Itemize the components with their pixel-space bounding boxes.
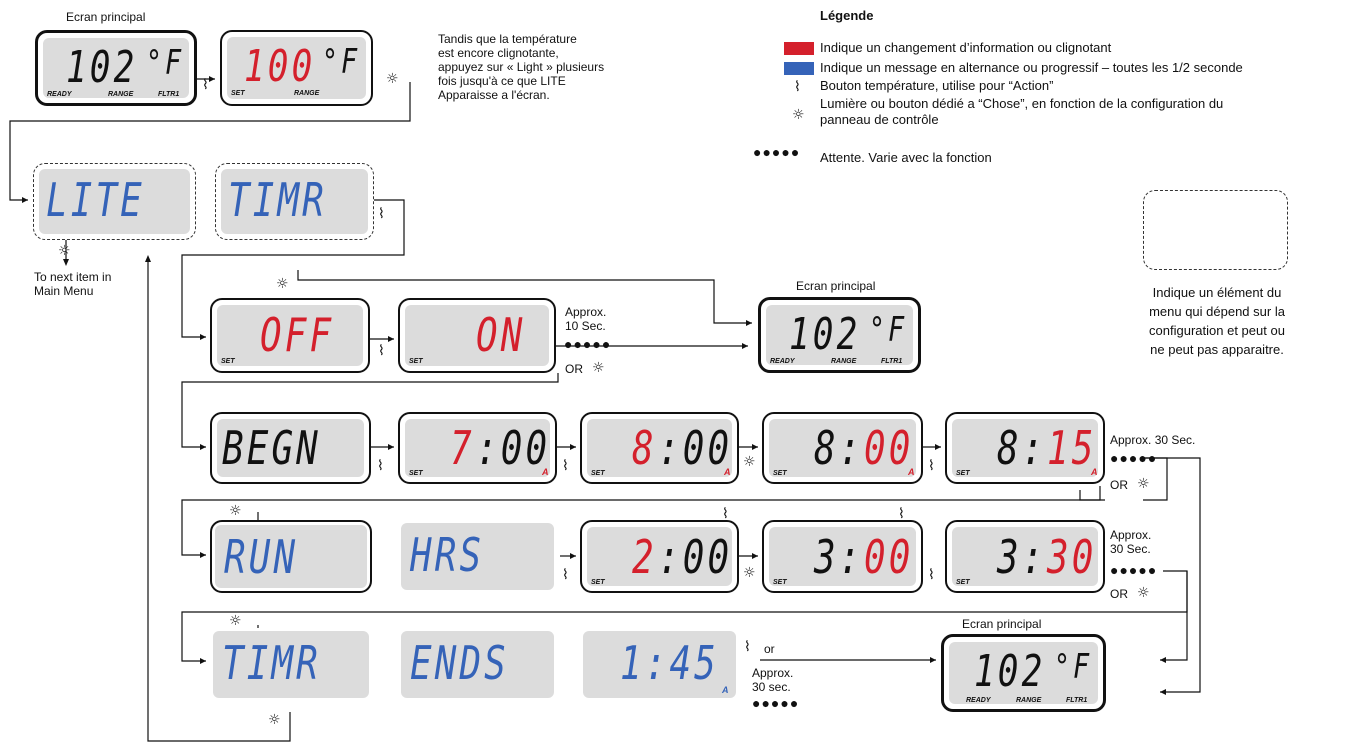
- light-button-icon: ☼: [743, 565, 756, 581]
- wait-dots-icon: ●●●●●: [752, 695, 800, 711]
- legend-blue-text: Indique un message en alternance ou prog…: [820, 60, 1243, 75]
- or-label: OR: [565, 362, 583, 376]
- light-button-icon: ☼: [792, 107, 805, 123]
- temperature-button-icon: ⌇: [202, 77, 209, 93]
- lcd-hrs: HRS: [398, 520, 557, 593]
- lcd-700: 7 :00 SET A: [398, 412, 557, 484]
- legend-temp-text: Bouton température, utilise pour “Action…: [820, 78, 1054, 93]
- light-button-icon: ☼: [592, 360, 605, 376]
- or-lower-label: or: [764, 642, 775, 656]
- temperature-button-icon: ⌇: [898, 506, 905, 522]
- lcd-300: 3: 00 SET: [762, 520, 923, 593]
- or-label: OR: [1110, 587, 1128, 601]
- lcd-800: 8 :00 SET A: [580, 412, 739, 484]
- lcd-off: OFF SET: [210, 298, 370, 373]
- temperature-button-icon: ⌇: [794, 79, 801, 95]
- legend-light-text: Lumière ou bouton dédié a “Chose”, en fo…: [820, 96, 1224, 127]
- temperature-button-icon: ⌇: [562, 458, 569, 474]
- lcd-main-mid: 102 °F READY RANGE FLTR1: [758, 297, 921, 373]
- legend-wait-text: Attente. Varie avec la fonction: [820, 150, 992, 165]
- lcd-value: 100: [244, 41, 316, 92]
- lcd-815: 8: 15 SET A: [945, 412, 1105, 484]
- lcd-run: RUN: [210, 520, 372, 593]
- light-button-icon: ☼: [386, 71, 399, 87]
- light-button-icon: ☼: [229, 613, 242, 629]
- wait-dots-icon: ●●●●●: [753, 144, 801, 160]
- legend-blue-swatch: [784, 62, 814, 75]
- wait-dots-icon: ●●●●●: [1110, 562, 1158, 578]
- light-button-icon: ☼: [1137, 585, 1150, 601]
- lcd-200: 2 :00 SET: [580, 520, 739, 593]
- temperature-button-icon: ⌇: [378, 206, 385, 222]
- legend-title: Légende: [820, 8, 874, 23]
- lcd-begn: BEGN: [210, 412, 371, 484]
- lcd-unit: °F: [146, 43, 185, 83]
- light-button-icon: ☼: [268, 712, 281, 728]
- light-button-icon: ☼: [743, 454, 756, 470]
- light-button-icon: ☼: [1137, 476, 1150, 492]
- approx-30-sec-end: Approx.30 sec.: [752, 666, 794, 694]
- lcd-ends: ENDS: [398, 628, 557, 701]
- approx-10-sec: Approx.10 Sec.: [565, 305, 607, 333]
- lcd-timr: TIMR: [215, 163, 374, 240]
- lcd-main-top: 102 °F READY RANGE FLTR1: [35, 30, 197, 106]
- legend-red-text: Indique un changement d’information ou c…: [820, 40, 1112, 55]
- temperature-button-icon: ⌇: [744, 639, 751, 655]
- screen-title-bottom: Ecran principal: [962, 617, 1042, 631]
- light-button-icon: ☼: [276, 276, 289, 292]
- temperature-button-icon: ⌇: [562, 567, 569, 583]
- temperature-button-icon: ⌇: [377, 458, 384, 474]
- temperature-button-icon: ⌇: [722, 506, 729, 522]
- dashed-example-box: [1143, 190, 1288, 270]
- temperature-button-icon: ⌇: [378, 343, 385, 359]
- temperature-button-icon: ⌇: [928, 458, 935, 474]
- light-button-icon: ☼: [229, 503, 242, 519]
- lcd-lite: LITE: [33, 163, 196, 240]
- screen-title-top: Ecran principal: [66, 10, 146, 24]
- lcd-unit: °F: [322, 42, 361, 82]
- legend-red-swatch: [784, 42, 814, 55]
- lcd-value: 102: [66, 42, 138, 93]
- lcd-800-min: 8: 00 SET A: [762, 412, 923, 484]
- lcd-145: 1:45 A: [580, 628, 739, 701]
- or-label: OR: [1110, 478, 1128, 492]
- lcd-330: 3: 30 SET: [945, 520, 1105, 593]
- screen-title-mid: Ecran principal: [796, 279, 876, 293]
- wait-dots-icon: ●●●●●: [564, 336, 612, 352]
- approx-30-sec-begn: Approx. 30 Sec.: [1110, 433, 1196, 447]
- wait-dots-icon: ●●●●●: [1110, 450, 1158, 466]
- lcd-timr-end: TIMR: [210, 628, 372, 701]
- approx-30-sec-run: Approx.30 Sec.: [1110, 528, 1152, 556]
- lcd-main-bottom: 102 °F READY RANGE FLTR1: [941, 634, 1106, 712]
- light-button-icon: ☼: [58, 243, 71, 259]
- temperature-button-icon: ⌇: [928, 567, 935, 583]
- lcd-on: ON SET: [398, 298, 556, 373]
- lcd-set-100: 100 °F SET RANGE: [220, 30, 373, 106]
